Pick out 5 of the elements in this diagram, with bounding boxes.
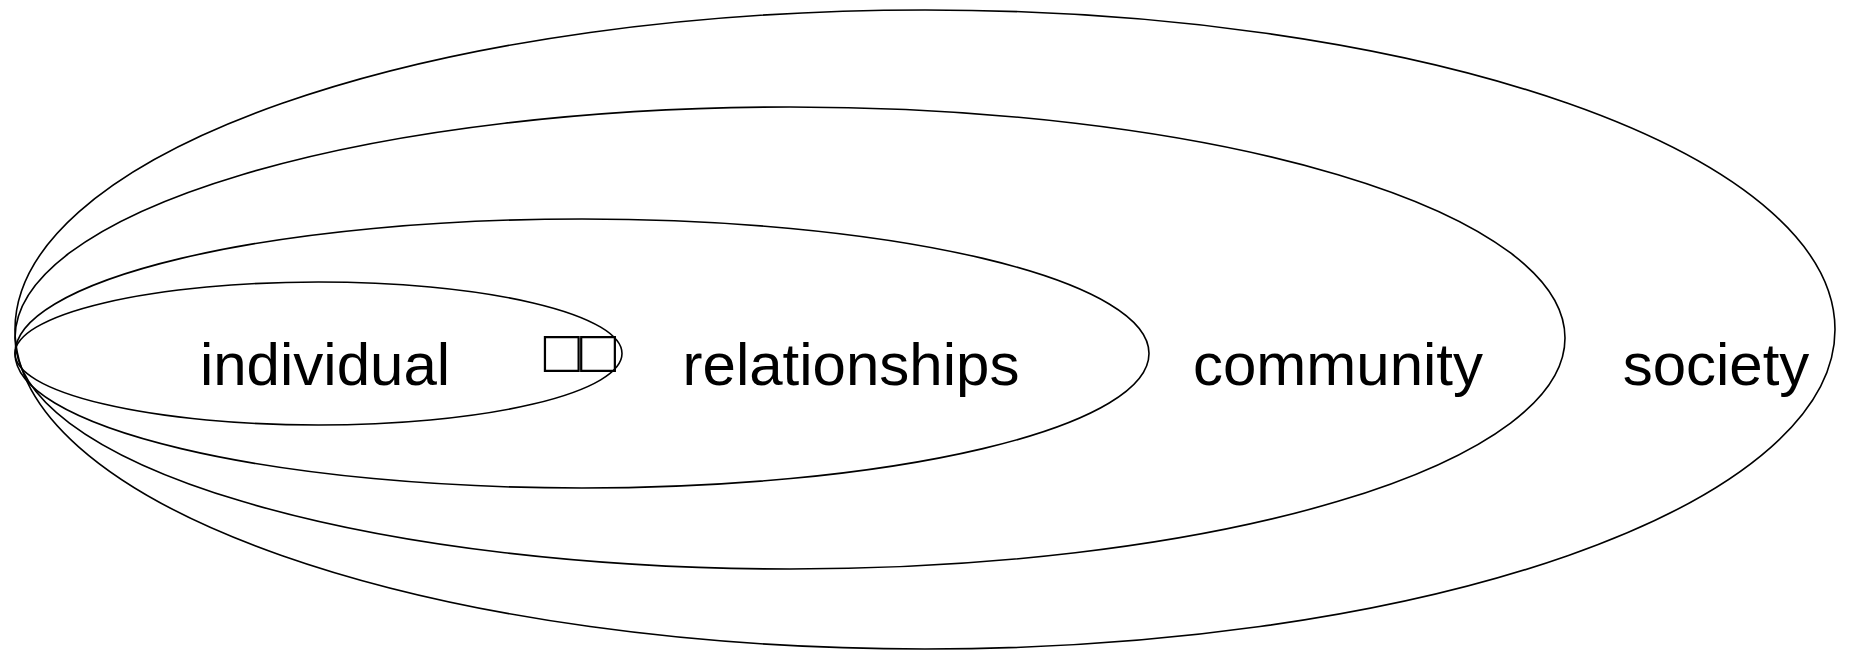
level-label: society — [1622, 335, 1810, 395]
level-label: community — [1192, 335, 1484, 395]
level-label: relationships — [682, 335, 1020, 395]
placeholder-glyphs: □□ — [543, 322, 617, 382]
level-label: individual — [199, 335, 451, 395]
